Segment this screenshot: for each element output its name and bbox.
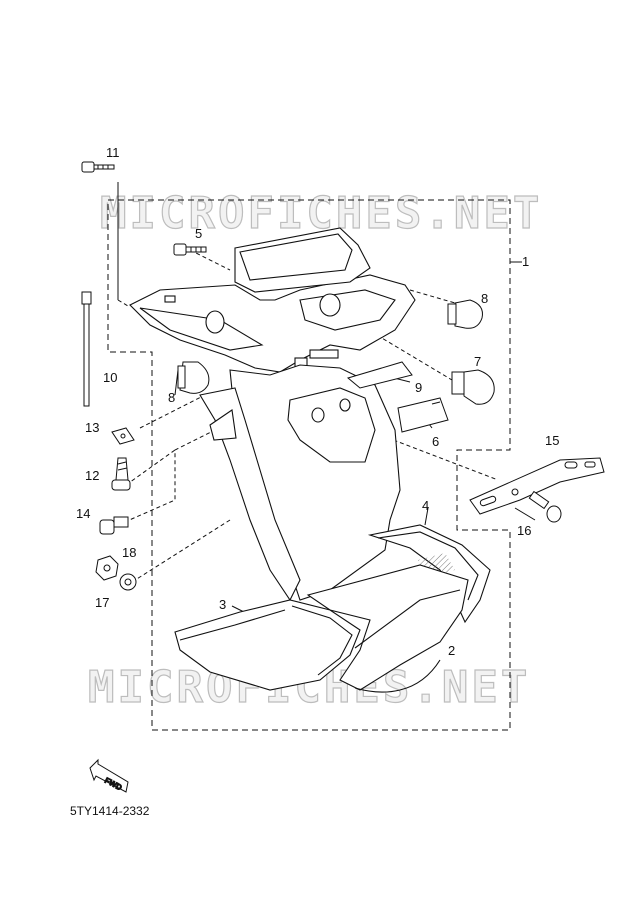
part-body-panel [199, 364, 401, 602]
callout-9: 9 [415, 380, 422, 395]
callout-10: 10 [103, 370, 117, 385]
part-2-lower-cover[interactable] [306, 564, 469, 693]
callout-12: 12 [85, 468, 99, 483]
part-8-bulb-lower[interactable] [177, 361, 210, 394]
callout-8: 8 [168, 390, 175, 405]
part-9-lens[interactable] [346, 361, 413, 389]
part-16-bolt[interactable] [528, 490, 562, 523]
callout-3: 3 [219, 597, 226, 612]
part-3-side-cover[interactable] [174, 599, 361, 691]
callout-4: 4 [422, 498, 429, 513]
part-6-reflector[interactable] [397, 397, 449, 433]
part-7-bulb[interactable] [451, 369, 495, 405]
callout-1: 1 [522, 254, 529, 269]
callout-5: 5 [195, 226, 202, 241]
callout-6: 6 [432, 434, 439, 449]
part-5-screw[interactable] [173, 243, 207, 256]
fwd-arrow-icon: FWD [89, 758, 129, 793]
callout-18: 18 [122, 545, 136, 560]
callout-14: 14 [76, 506, 90, 521]
part-18-nut[interactable] [95, 555, 119, 581]
part-15-bracket[interactable] [469, 457, 605, 515]
callout-15: 15 [545, 433, 559, 448]
part-14-bolt[interactable] [99, 516, 129, 535]
callout-11: 11 [106, 145, 120, 160]
watermark-top: MICROFICHES.NET [100, 188, 542, 239]
part-1-tail-light-assembly[interactable] [129, 227, 416, 377]
part-8-bulb-upper[interactable] [447, 299, 483, 329]
part-17-washer[interactable] [119, 573, 137, 591]
callout-16: 16 [517, 523, 531, 538]
part-11-screw[interactable] [81, 161, 115, 173]
callout-13: 13 [85, 420, 99, 435]
callout-8: 8 [481, 291, 488, 306]
part-13-clip-nut[interactable] [111, 427, 135, 445]
part-10-cable-tie[interactable] [81, 291, 92, 407]
callout-2: 2 [448, 643, 455, 658]
part-12-tapping-screw[interactable] [111, 457, 131, 491]
diagram-code: 5TY1414-2332 [70, 804, 150, 818]
callout-7: 7 [474, 354, 481, 369]
callout-17: 17 [95, 595, 109, 610]
